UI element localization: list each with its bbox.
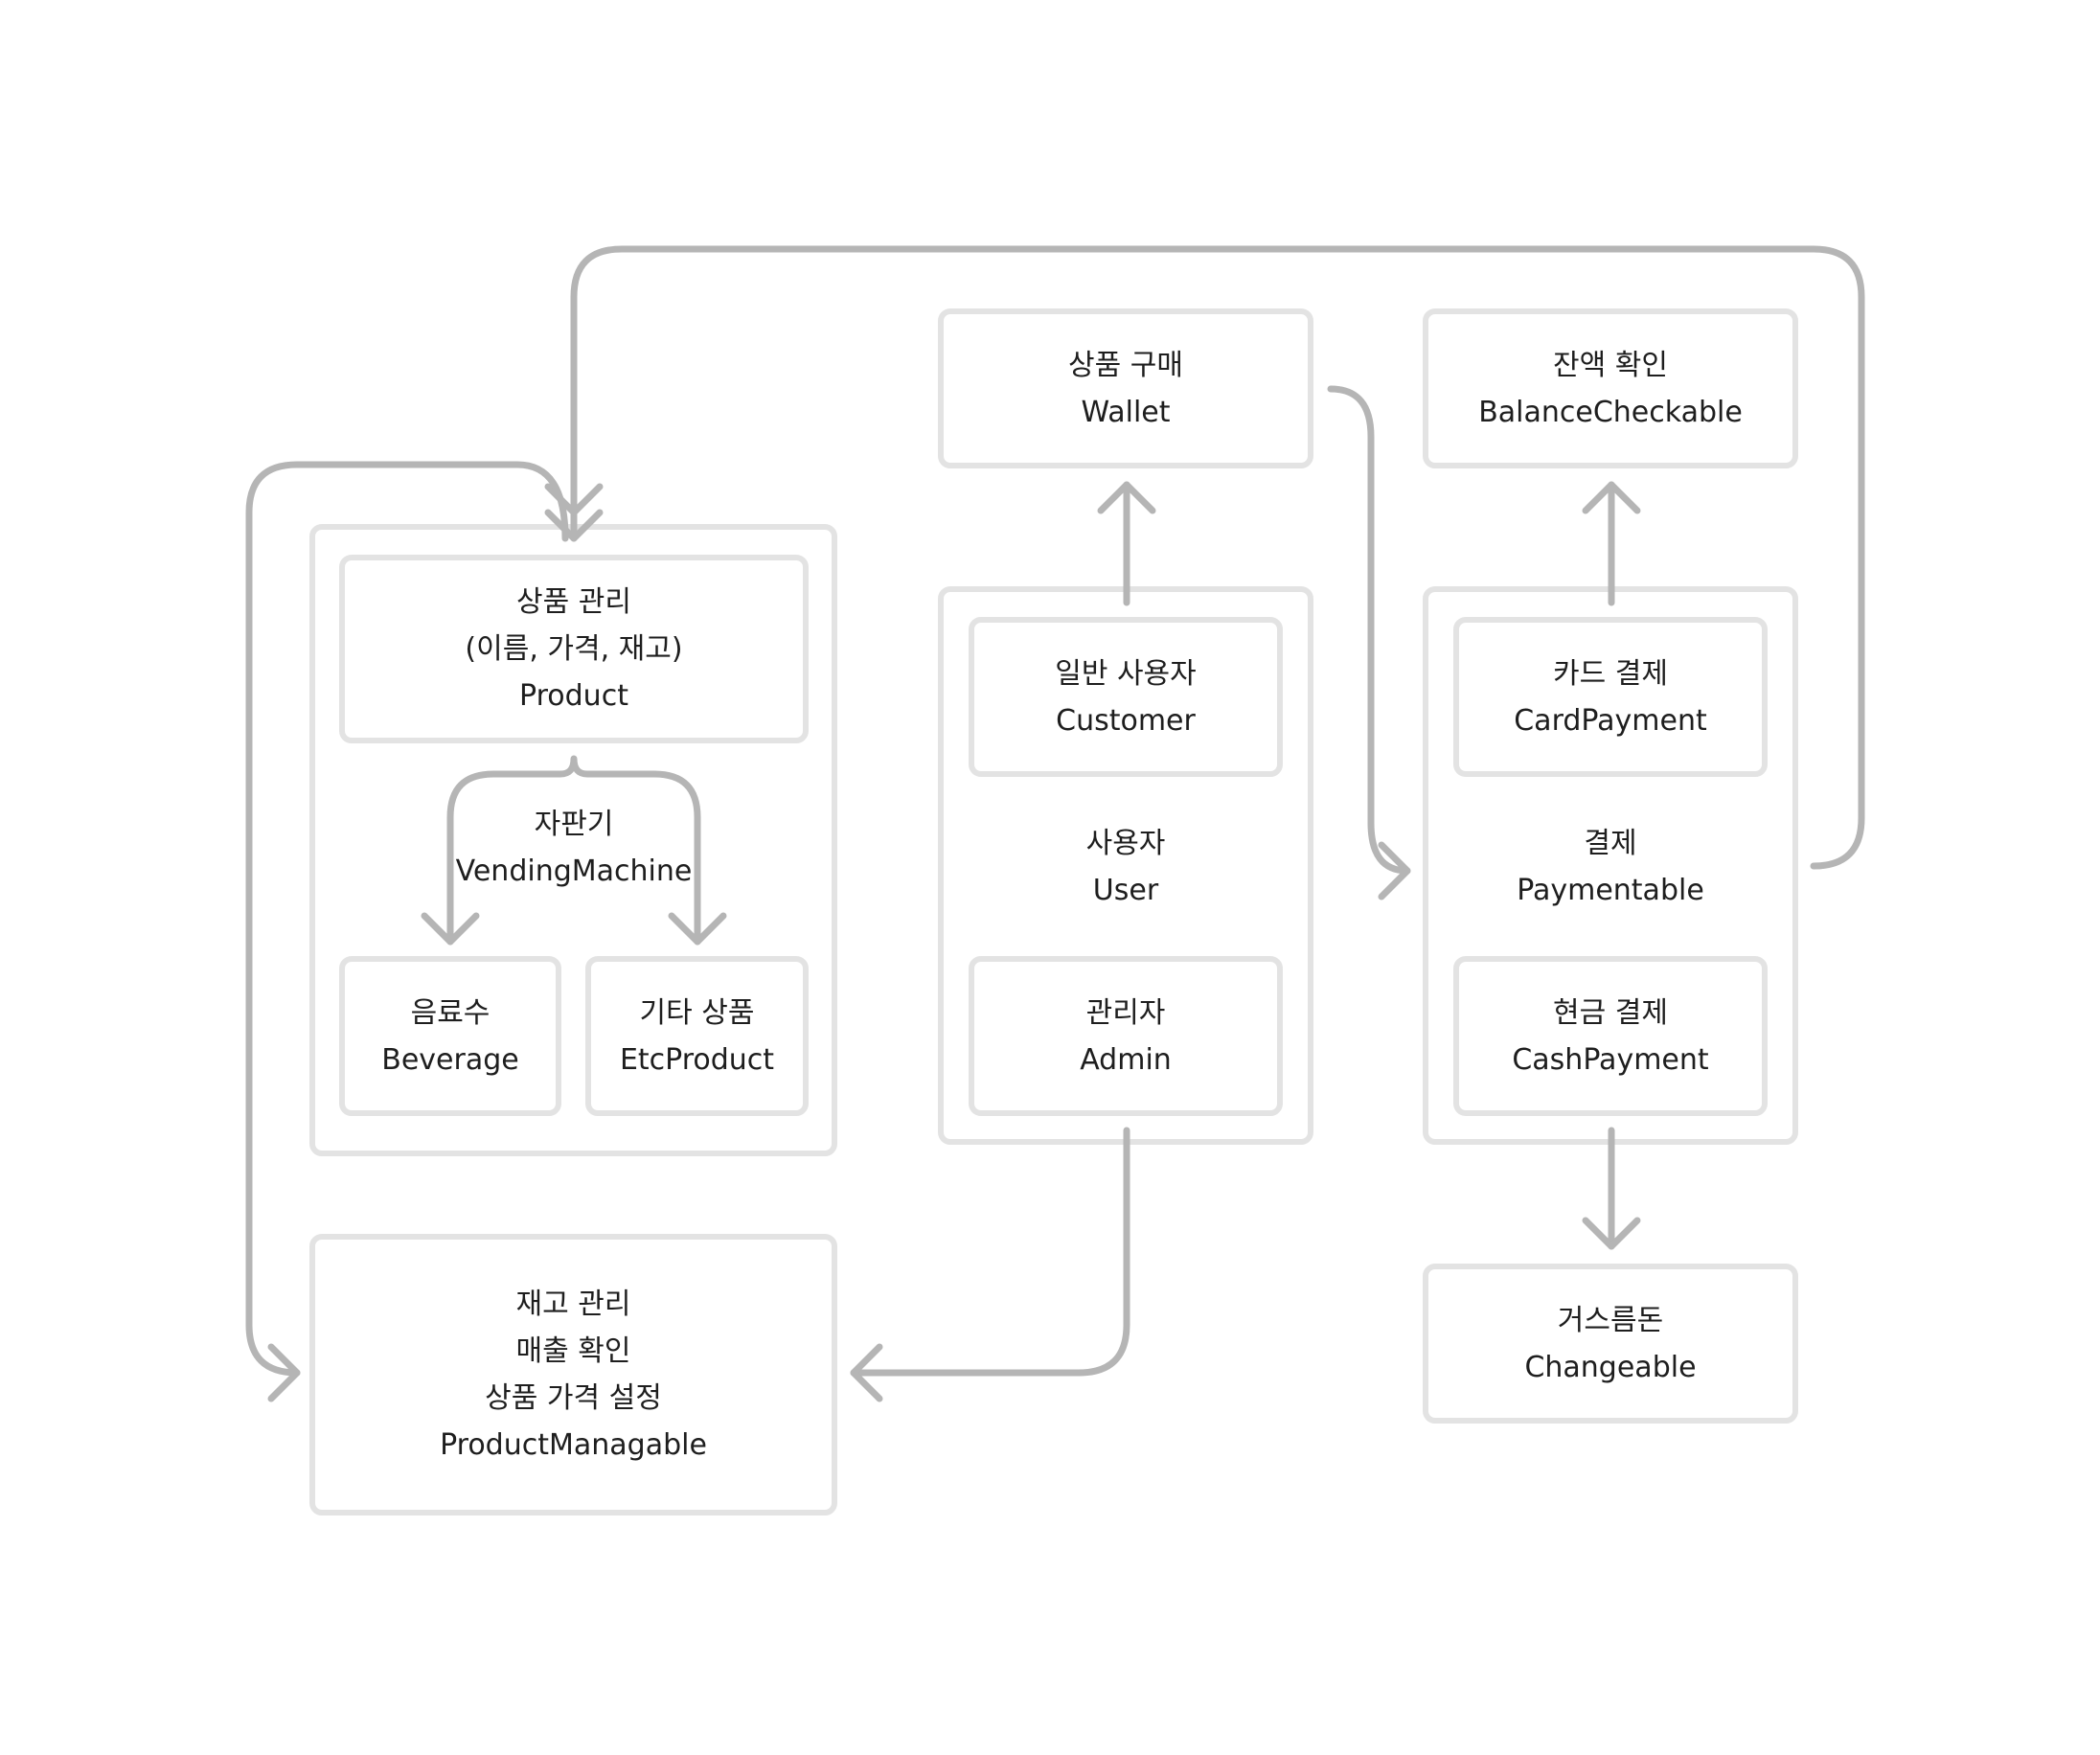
- changeable-box: [1423, 1264, 1798, 1424]
- arrow-admin-to-manage: [850, 1127, 1130, 1377]
- etc-class: EtcProduct: [619, 1042, 775, 1077]
- wallet-class: Wallet: [1081, 395, 1171, 429]
- admin-class: Admin: [1080, 1042, 1172, 1077]
- change-title: 거스름돈: [1557, 1303, 1664, 1337]
- beverage-title: 음료수: [410, 995, 491, 1030]
- balance-checkable-box: [1423, 308, 1798, 468]
- product-label: 상품 관리 (이름, 가격, 재고) Product: [339, 555, 809, 743]
- beverage-box: [339, 956, 561, 1116]
- arrowhead-to-beverage: [421, 912, 480, 946]
- arrow-vending-to-manage: [245, 461, 569, 1377]
- arrowhead-to-change: [1582, 1217, 1641, 1250]
- arrowhead-vending-to-manage: [267, 1343, 301, 1402]
- customer-class: Customer: [1056, 703, 1196, 738]
- admin-box: [969, 956, 1283, 1116]
- wallet-box: [938, 308, 1313, 468]
- changeable-label: 거스름돈 Changeable: [1423, 1264, 1798, 1424]
- arrow-payment-to-product: [570, 245, 1865, 870]
- wallet-title: 상품 구매: [1068, 348, 1183, 382]
- beverage-class: Beverage: [381, 1042, 519, 1077]
- arrowhead-to-manage: [850, 1343, 883, 1402]
- payment-title: 결제: [1584, 827, 1637, 860]
- vending-machine-label: 자판기 VendingMachine: [383, 795, 765, 900]
- customer-label: 일반 사용자 Customer: [969, 617, 1283, 777]
- balance-checkable-label: 잔액 확인 BalanceCheckable: [1423, 308, 1798, 468]
- customer-box: [969, 617, 1283, 777]
- arrowhead-to-balance: [1582, 481, 1641, 514]
- vending-title: 자판기: [534, 808, 614, 841]
- arrowhead-to-wallet: [1097, 481, 1156, 514]
- arrow-wallet-to-payment: [1327, 385, 1411, 875]
- card-title: 카드 결제: [1553, 656, 1668, 691]
- etc-title: 기타 상품: [639, 995, 755, 1030]
- manage-sales: 매출 확인: [515, 1334, 631, 1368]
- customer-title: 일반 사용자: [1055, 656, 1197, 691]
- vending-class: VendingMachine: [455, 855, 693, 888]
- change-class: Changeable: [1524, 1350, 1697, 1384]
- arrow-product-branches: [446, 755, 701, 946]
- admin-title: 관리자: [1085, 995, 1166, 1030]
- cash-title: 현금 결제: [1553, 995, 1668, 1030]
- cash-class: CashPayment: [1512, 1042, 1709, 1077]
- arrowhead-to-etc: [668, 912, 727, 946]
- product-managable-box: [309, 1234, 837, 1516]
- manage-stock: 재고 관리: [515, 1288, 631, 1321]
- product-managable-label: 재고 관리 매출 확인 상품 가격 설정 ProductManagable: [309, 1234, 837, 1516]
- balance-class: BalanceCheckable: [1478, 395, 1743, 429]
- product-attributes: (이름, 가격, 재고): [465, 632, 683, 666]
- user-label: 사용자 User: [938, 814, 1313, 920]
- paymentable-label: 결제 Paymentable: [1423, 814, 1798, 920]
- cash-payment-box: [1453, 956, 1768, 1116]
- card-payment-label: 카드 결제 CardPayment: [1453, 617, 1768, 777]
- card-class: CardPayment: [1514, 703, 1707, 738]
- payment-class: Paymentable: [1517, 874, 1704, 907]
- manage-price: 상품 가격 설정: [485, 1381, 662, 1415]
- etc-product-label: 기타 상품 EtcProduct: [585, 956, 809, 1116]
- user-class: User: [1092, 874, 1159, 907]
- beverage-label: 음료수 Beverage: [339, 956, 561, 1116]
- product-title: 상품 관리: [516, 585, 631, 619]
- product-box: [339, 555, 809, 743]
- etc-product-box: [585, 956, 809, 1116]
- user-title: 사용자: [1085, 827, 1166, 860]
- balance-title: 잔액 확인: [1553, 348, 1668, 382]
- cash-payment-label: 현금 결제 CashPayment: [1453, 956, 1768, 1116]
- admin-label: 관리자 Admin: [969, 956, 1283, 1116]
- wallet-label: 상품 구매 Wallet: [938, 308, 1313, 468]
- product-class: Product: [519, 679, 628, 713]
- manage-class: ProductManagable: [440, 1428, 707, 1462]
- arrowhead-to-payment: [1378, 841, 1411, 900]
- card-payment-box: [1453, 617, 1768, 777]
- arrowhead-payment-to-product-2: [544, 509, 604, 542]
